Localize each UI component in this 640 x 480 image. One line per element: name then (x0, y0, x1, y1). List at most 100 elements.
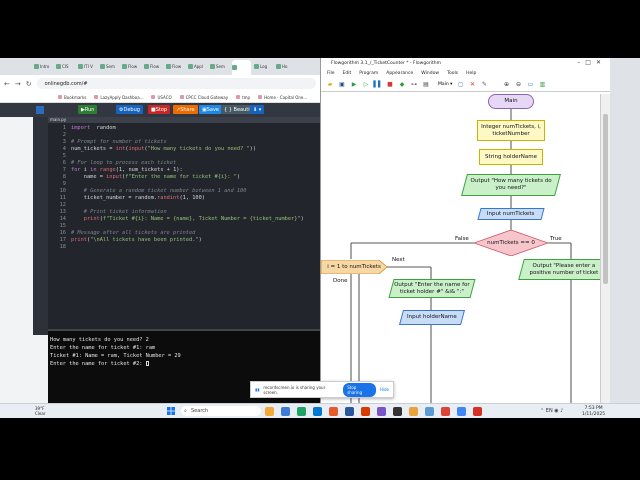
speed-icon[interactable]: ⊶ (411, 81, 417, 88)
browser-tab[interactable]: Sem (100, 60, 119, 73)
windows-start-icon[interactable] (167, 407, 175, 415)
taskbar-edge-icon[interactable] (313, 407, 322, 416)
code-token: "How many tickets do you need? " (147, 146, 250, 152)
menu-item[interactable]: Program (359, 71, 379, 76)
bookmark-item[interactable]: CPCC Cloud Gateway (179, 94, 229, 100)
open-folder-icon[interactable]: ▰ (327, 81, 333, 88)
hide-banner-button[interactable]: Hide (380, 387, 389, 392)
variables-icon[interactable]: ◆ (399, 81, 405, 88)
onlinegdb-logo-icon[interactable] (36, 106, 44, 114)
debug-button[interactable]: ⚙ Debug (116, 105, 143, 114)
tab-favicon-icon (276, 64, 281, 69)
save-icon[interactable]: ▣ (339, 81, 345, 88)
share-button[interactable]: ↗ Share (173, 105, 198, 114)
flowchart-canvas[interactable]: Main Integer numTickets, i, ticketNumber… (321, 94, 610, 403)
bookmark-item[interactable]: tmp (236, 95, 250, 100)
browser-tab[interactable]: Flow (144, 60, 163, 73)
taskbar-app-icon-7[interactable] (361, 407, 370, 416)
bookmark-item[interactable]: USACO (151, 95, 172, 100)
console-icon[interactable]: ▤ (423, 81, 429, 88)
zoom-out-icon[interactable]: ⊖ (515, 81, 521, 88)
beautify-button[interactable]: { } Beautify (221, 105, 258, 114)
decision-numtickets-zero[interactable]: numTickets == 0 (474, 230, 548, 256)
output-how-many-block[interactable]: Output "How many tickets do you need?" (461, 174, 561, 196)
menu-item[interactable]: Appearance (386, 71, 414, 76)
menu-item[interactable]: Tools (447, 71, 459, 76)
delete-function-icon[interactable]: ✕ (469, 81, 475, 88)
browser-tab[interactable]: Log (254, 60, 273, 73)
taskbar-chrome-icon[interactable] (441, 407, 450, 416)
taskbar-app-icon-11[interactable] (425, 407, 434, 416)
zoom-in-icon[interactable]: ⊕ (503, 81, 509, 88)
forward-icon[interactable]: → (14, 79, 21, 88)
stop-icon[interactable]: ■ (387, 81, 393, 88)
pause-icon[interactable]: ▌▌ (373, 81, 383, 88)
edit-function-icon[interactable]: ✎ (481, 81, 487, 88)
browser-tab[interactable]: CIS (56, 60, 75, 73)
output-enter-name-block[interactable]: Output "Enter the name for ticket holder… (388, 279, 476, 298)
browser-tab[interactable]: Intro (34, 60, 53, 73)
declare-string-block[interactable]: String holderName (479, 149, 543, 165)
main-label: Main (504, 98, 518, 105)
bookmark-item[interactable]: Home - Capital One... (258, 95, 307, 100)
line-number: 15 (59, 223, 66, 229)
menu-item[interactable]: File (327, 71, 335, 76)
menu-item[interactable]: Help (466, 71, 477, 76)
url-input[interactable]: onlinegdb.com/# (36, 78, 316, 89)
for-loop-block[interactable]: i = 1 to numTickets (321, 260, 387, 274)
taskbar-search-input[interactable]: ⌕ Search (181, 406, 261, 416)
bookmark-item[interactable]: Bookmarks (58, 95, 86, 100)
run-button[interactable]: ▶ Run (78, 105, 98, 114)
taskbar-app-icon-8[interactable] (377, 407, 386, 416)
taskbar-app-icon-3[interactable] (297, 407, 306, 416)
browser-tab[interactable]: Flow (122, 60, 141, 73)
stop-button[interactable]: ■ Stop (148, 105, 171, 114)
line-number: 6 (62, 160, 66, 166)
flowchart-vertical-scrollbar[interactable] (600, 94, 610, 403)
file-tab-main[interactable]: main.py (50, 117, 66, 122)
browser-tab[interactable]: Appl (188, 60, 207, 73)
browser-tab[interactable]: ITI V (78, 60, 97, 73)
run-icon[interactable]: ▶ (351, 81, 357, 88)
taskbar-app-icon-2[interactable] (281, 407, 290, 416)
scrollbar-thumb[interactable] (603, 114, 608, 284)
browser-tab[interactable]: Ho (276, 60, 295, 73)
menu-item[interactable]: Edit (342, 71, 352, 76)
function-select[interactable]: Main ▾ (438, 82, 453, 87)
browser-tab[interactable]: Sem (210, 60, 229, 73)
code-line: 15 (48, 223, 320, 230)
taskbar-app-icon-1[interactable] (265, 407, 274, 416)
system-tray[interactable]: ⌃ EN ◉ ♪ (540, 408, 564, 414)
input-numtickets-block[interactable]: Input numTickets (477, 208, 545, 220)
weather-widget[interactable]: 39°F Clear (35, 406, 45, 416)
menu-item[interactable]: Window (421, 71, 440, 76)
back-icon[interactable]: ← (4, 79, 10, 88)
download-button[interactable]: ⬇ ▾ (250, 105, 265, 114)
source-code-icon[interactable]: ▭ (527, 81, 534, 88)
bookmark-item[interactable]: LazyApply Dashboa... (94, 95, 143, 100)
save-button[interactable]: ▣ Save (199, 105, 223, 114)
window-controls[interactable]: –□✕ (577, 59, 606, 66)
chart-icon[interactable]: ▥ (539, 81, 546, 88)
step-icon[interactable]: ▷ (363, 81, 369, 88)
browser-tab[interactable]: Flow (166, 60, 185, 73)
taskbar-app-icon-14[interactable] (473, 407, 482, 416)
input-holdername-block[interactable]: Input holderName (398, 310, 466, 325)
bookmark-label: CPCC Cloud Gateway (185, 94, 229, 100)
taskbar-app-icon-5[interactable] (329, 407, 338, 416)
browser-tab[interactable] (232, 60, 251, 75)
add-function-icon[interactable]: ◻ (457, 81, 463, 88)
taskbar-clock[interactable]: 7:53 PM 1/11/2025 (582, 406, 605, 417)
taskbar-explorer-icon[interactable] (409, 407, 418, 416)
line-number: 9 (62, 181, 66, 187)
main-start-terminal[interactable]: Main (488, 94, 534, 109)
taskbar-app-icon-6[interactable] (345, 407, 354, 416)
declare-integer-block[interactable]: Integer numTickets, i, ticketNumber (477, 120, 545, 141)
output-positive-number-block[interactable]: Output "Please enter a positive number o… (518, 259, 610, 280)
taskbar-app-icon-9[interactable] (393, 407, 402, 416)
taskbar-app-icon-13[interactable] (457, 407, 466, 416)
reload-icon[interactable]: ↻ (25, 79, 32, 88)
stop-sharing-button[interactable]: Stop sharing (343, 382, 376, 397)
